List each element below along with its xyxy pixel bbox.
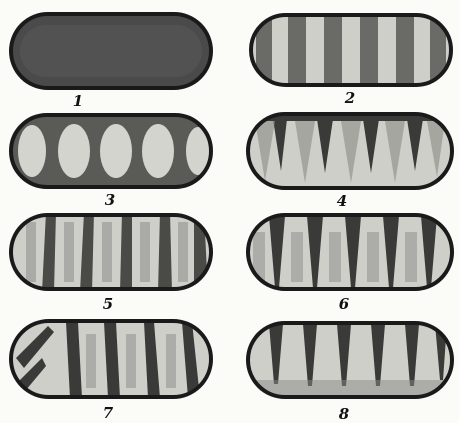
figure-5-label: 5 xyxy=(88,296,128,312)
figure-4-label: 4 xyxy=(322,193,362,209)
figure-3-drawing xyxy=(8,112,214,190)
figure-2-drawing xyxy=(248,12,454,88)
figure-7-drawing xyxy=(8,318,214,400)
figure-1-drawing xyxy=(8,11,214,91)
figure-5-drawing xyxy=(8,212,214,292)
figure-2-label: 2 xyxy=(330,90,370,106)
figure-3-label: 3 xyxy=(90,192,130,208)
figure-6 xyxy=(245,212,455,292)
figure-1 xyxy=(8,11,214,91)
figure-4-drawing xyxy=(245,111,455,191)
figure-3 xyxy=(8,112,214,190)
figure-8 xyxy=(245,320,455,400)
figure-7-label: 7 xyxy=(88,405,128,421)
figure-2 xyxy=(248,12,454,88)
figure-1-label: 1 xyxy=(58,93,98,109)
figure-8-drawing xyxy=(245,320,455,400)
figure-4 xyxy=(245,111,455,191)
figure-6-label: 6 xyxy=(324,296,364,312)
figure-7 xyxy=(8,318,214,400)
figure-8-label: 8 xyxy=(324,406,364,422)
figure-5 xyxy=(8,212,214,292)
figure-6-drawing xyxy=(245,212,455,292)
